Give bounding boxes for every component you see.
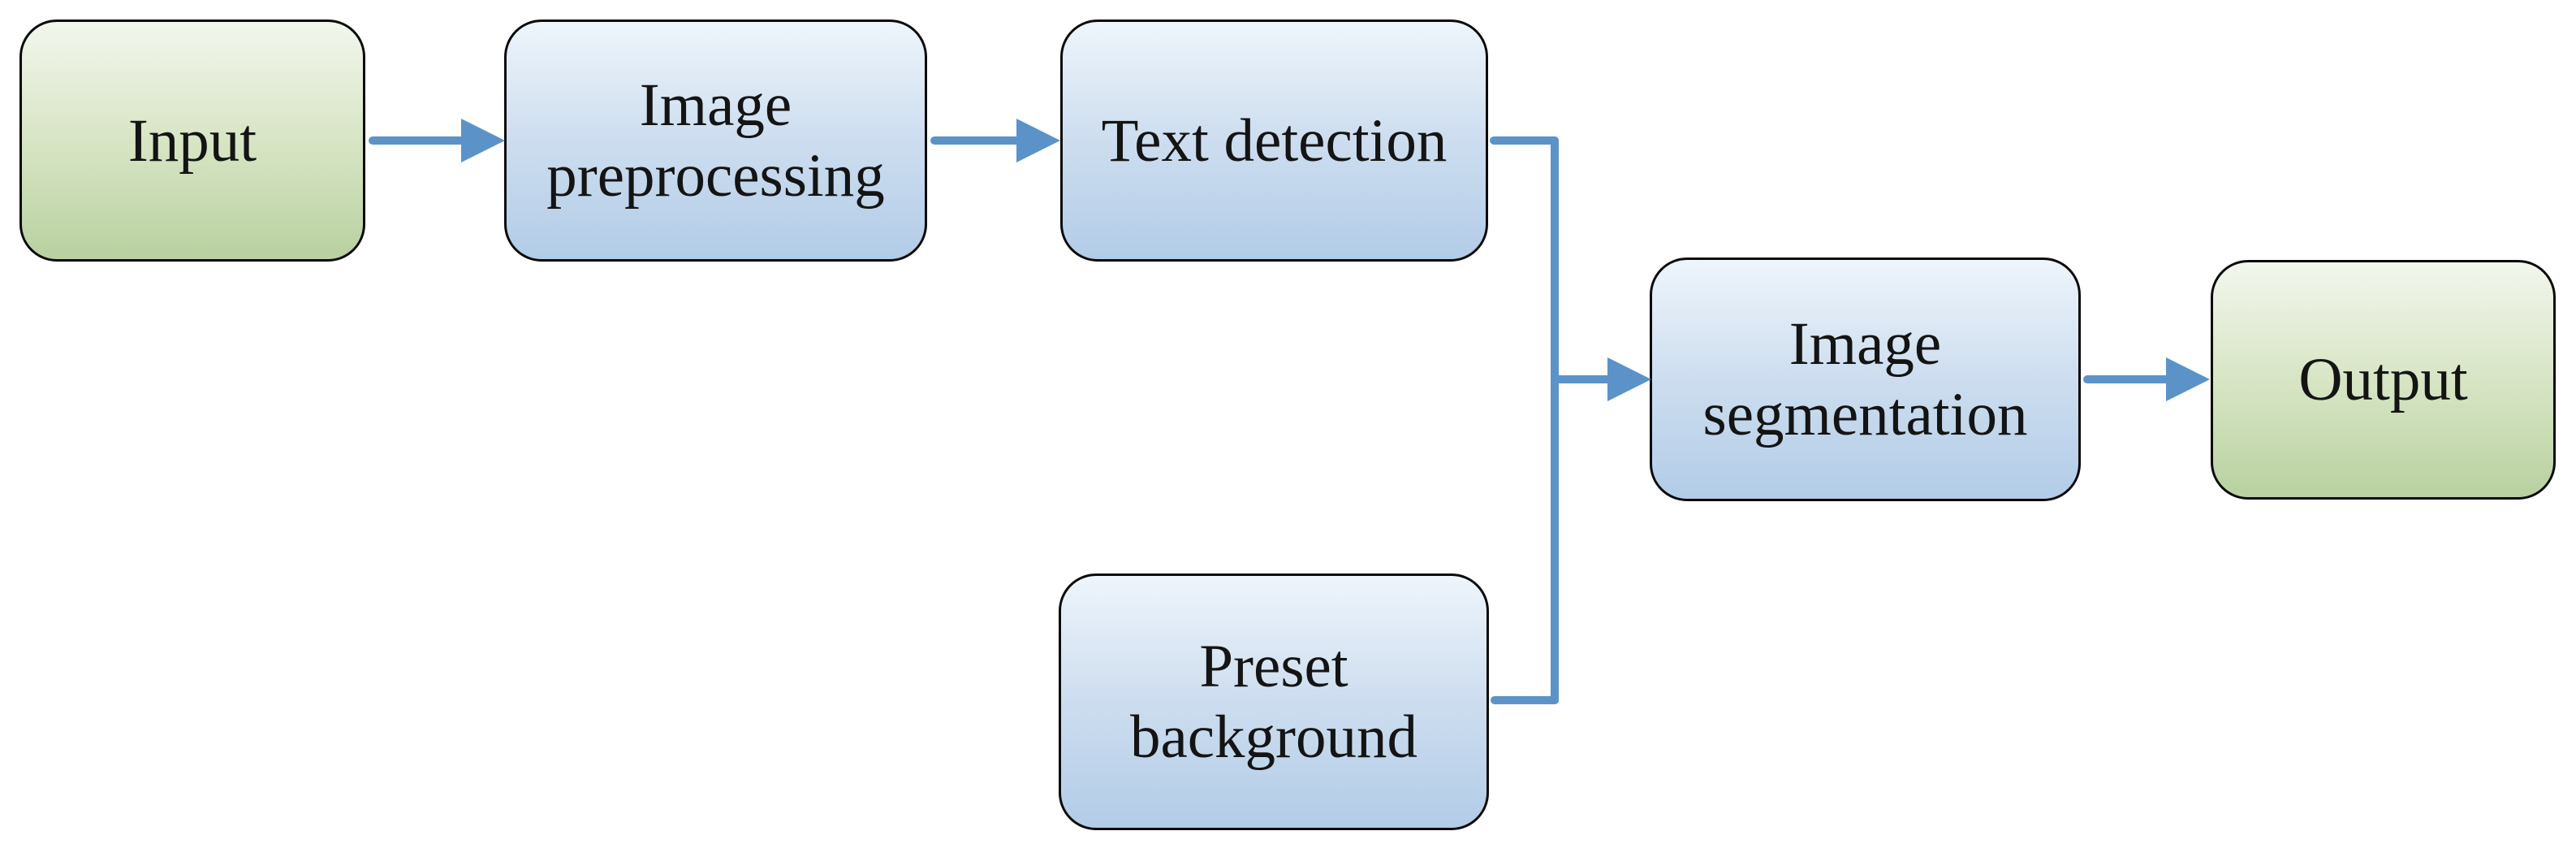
node-text-detection: Text detection [1060, 19, 1488, 262]
node-preset-background: Preset background [1059, 573, 1489, 830]
node-input: Input [19, 19, 365, 262]
edge-merge-to-image-segmentation-shaft [1551, 375, 1611, 383]
edge-merge-vertical-shaft [1551, 136, 1559, 704]
node-image-segmentation: Image segmentation [1650, 258, 2081, 501]
node-output: Output [2211, 260, 2556, 500]
edge-text-detection-horizontal-shaft [1490, 136, 1559, 145]
edge-input-to-preprocessing-shaft [369, 136, 464, 145]
edge-image-segmentation-to-output-shaft [2083, 375, 2169, 383]
node-output-label: Output [2298, 346, 2468, 413]
edge-input-to-preprocessing-arrowhead-icon [461, 119, 505, 162]
node-image-preprocessing-label: Image preprocessing [546, 71, 885, 210]
node-preset-background-label: Preset background [1129, 633, 1418, 771]
node-text-detection-label: Text detection [1101, 106, 1448, 175]
edge-preprocessing-to-text-detection-shaft [930, 136, 1020, 145]
edge-preset-background-horizontal-shaft [1491, 696, 1559, 704]
node-input-label: Input [127, 106, 257, 175]
edge-merge-to-image-segmentation-arrowhead-icon [1607, 357, 1651, 401]
node-image-segmentation-label: Image segmentation [1702, 310, 2028, 448]
edge-image-segmentation-to-output-arrowhead-icon [2166, 357, 2210, 401]
edge-preprocessing-to-text-detection-arrowhead-icon [1016, 119, 1060, 162]
node-image-preprocessing: Image preprocessing [504, 19, 927, 262]
